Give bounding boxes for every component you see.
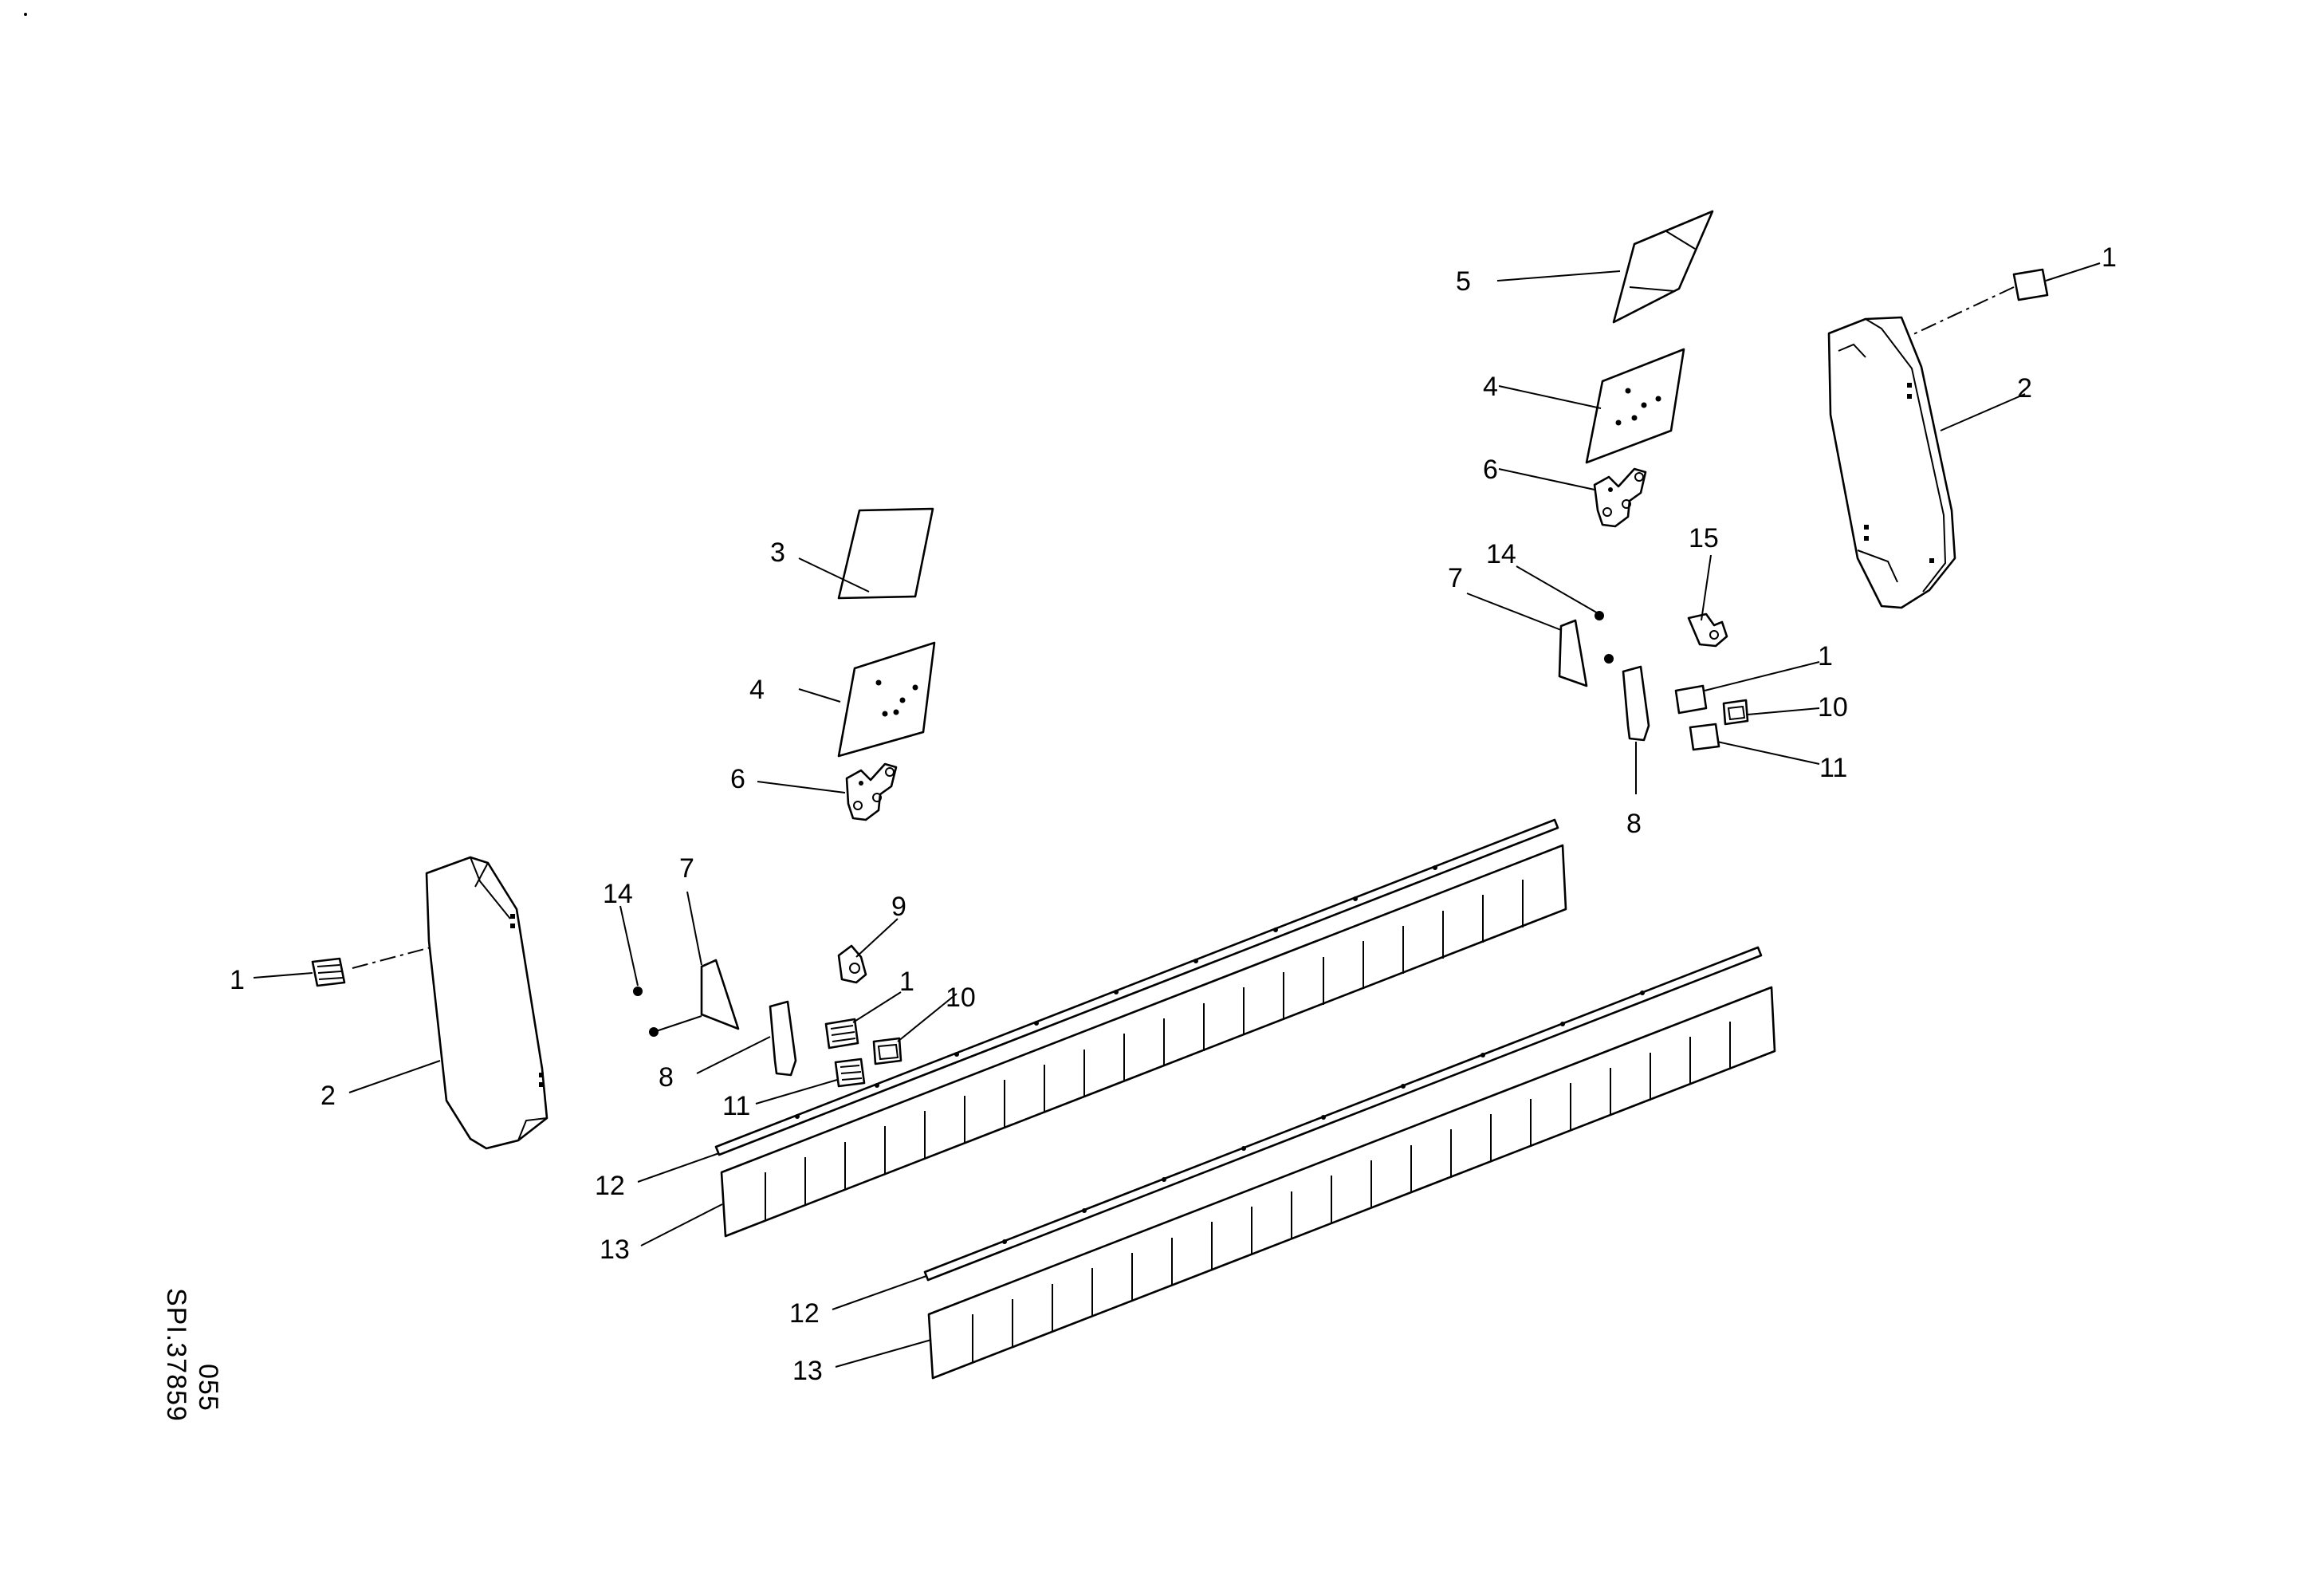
callout-11-left: 11 <box>722 1091 750 1121</box>
callout-1-right-mid: 1 <box>1818 641 1833 671</box>
plate-1-mid <box>824 1018 859 1050</box>
callout-7-left: 7 <box>679 853 694 884</box>
bracket-6-left <box>845 762 898 821</box>
callout-13-upper: 13 <box>600 1235 630 1265</box>
callout-9: 9 <box>891 892 906 922</box>
callout-1-mid: 1 <box>899 967 914 997</box>
plate-1-right-top <box>2012 268 2049 301</box>
callout-8-left: 8 <box>659 1062 674 1093</box>
callout-5: 5 <box>1456 266 1471 297</box>
callout-7-right: 7 <box>1448 563 1463 593</box>
callout-11-right: 11 <box>1819 753 1847 783</box>
drawing-code: SPI.37859 055 <box>161 1288 223 1422</box>
callout-13-lower: 13 <box>792 1356 823 1386</box>
blade-13-upper <box>720 844 1567 1238</box>
callout-4-right: 4 <box>1483 372 1498 402</box>
pad-10-right <box>1722 699 1749 726</box>
clip-15 <box>1687 612 1728 648</box>
gusset-7-right <box>1558 619 1588 687</box>
blade-13-lower <box>927 986 1776 1380</box>
callout-8-right: 8 <box>1626 809 1642 839</box>
callout-15: 15 <box>1689 523 1719 553</box>
plate-11-left <box>834 1057 866 1088</box>
callout-3: 3 <box>770 538 785 568</box>
callout-12-upper: 12 <box>595 1171 625 1201</box>
callout-1-right-top: 1 <box>2102 242 2117 273</box>
screw-14-left <box>633 987 659 1037</box>
post-8-right <box>1622 665 1650 742</box>
callout-12-lower: 12 <box>789 1298 820 1329</box>
callout-10-left: 10 <box>946 983 976 1013</box>
callout-2-right: 2 <box>2017 373 2032 404</box>
leader-lines <box>253 262 2101 1368</box>
end-housing-right <box>1827 316 1956 609</box>
cover-plate-3 <box>837 507 934 600</box>
plate-1-left <box>311 957 346 987</box>
callout-1-left: 1 <box>230 965 245 995</box>
post-8-left <box>769 1000 797 1077</box>
callout-14-left: 14 <box>603 879 633 909</box>
bracket-6-right <box>1593 467 1647 528</box>
rail-12-upper <box>714 818 1559 1156</box>
end-housing-left <box>425 856 549 1150</box>
drawing-code-line2: 055 <box>193 1364 223 1412</box>
mount-plate-4-left <box>837 641 936 758</box>
screw-14-right <box>1595 611 1614 664</box>
plate-11-right <box>1689 723 1720 751</box>
callouts: 1 2 3 4 6 7 14 8 9 1 10 11 12 13 12 13 5… <box>230 242 2117 1386</box>
gusset-7-left <box>700 959 740 1030</box>
cover-plate-5 <box>1612 210 1714 324</box>
callout-10-right: 10 <box>1818 692 1848 723</box>
callout-6-left: 6 <box>730 764 745 794</box>
mount-plate-4-right <box>1585 348 1685 464</box>
callout-6-right: 6 <box>1483 455 1498 485</box>
plate-1-right-mid <box>1674 684 1708 715</box>
callout-2-left: 2 <box>320 1081 336 1111</box>
callout-14-right: 14 <box>1486 539 1516 569</box>
speck <box>24 13 27 16</box>
callout-4-left: 4 <box>749 675 765 705</box>
drawing-code-line1: SPI.37859 <box>161 1288 191 1422</box>
pad-10-left <box>872 1037 902 1065</box>
rail-12-lower <box>923 946 1763 1282</box>
